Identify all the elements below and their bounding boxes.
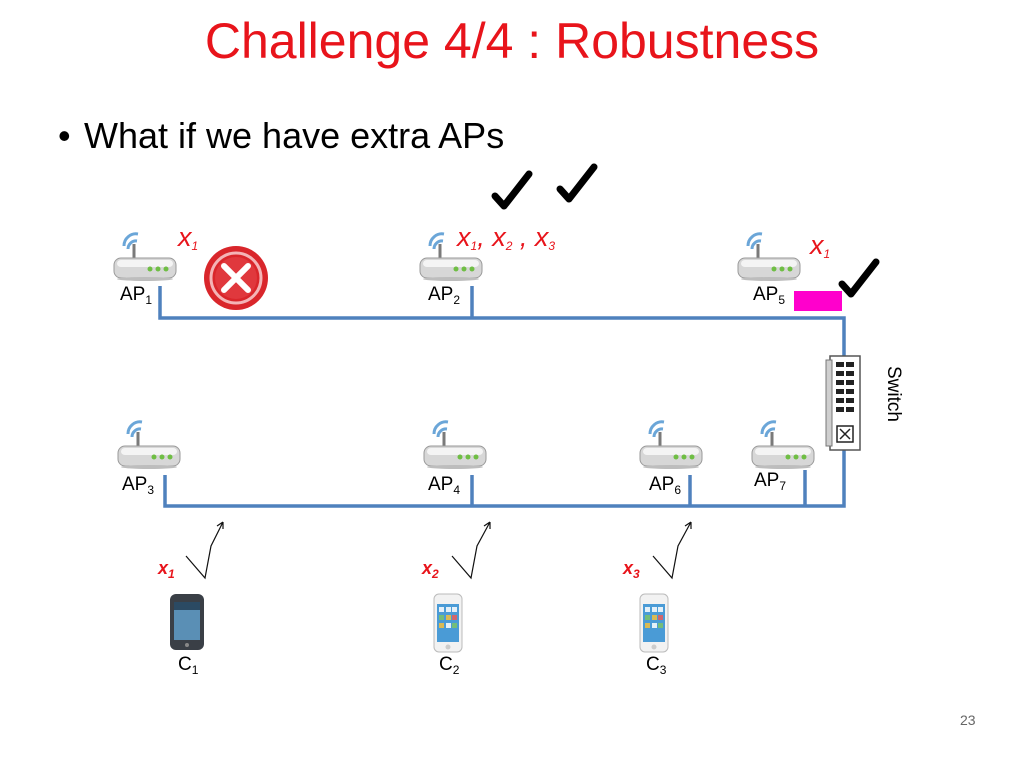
switch-label: Switch <box>866 366 906 438</box>
reject-icon <box>204 246 268 310</box>
phone-icon <box>639 593 669 653</box>
client-signal-label: x3 <box>623 558 640 581</box>
router-icon <box>750 420 816 471</box>
bullet-dot: • <box>58 115 71 156</box>
router-icon <box>638 420 704 471</box>
client-signal-label: x2 <box>422 558 439 581</box>
highlighted-port <box>794 291 842 311</box>
received-ap5: x1 <box>810 230 831 261</box>
ap-label: AP4 <box>428 474 461 497</box>
ap-label: AP6 <box>649 474 682 497</box>
router-icon <box>112 232 178 283</box>
router-icon <box>116 420 182 471</box>
bullet-item: • What if we have extra APs <box>58 112 504 160</box>
received-ap1: x1 <box>178 222 199 253</box>
client-signal-label: x1 <box>158 558 175 581</box>
phone-icon <box>170 594 204 650</box>
bullet-text: What if we have extra APs <box>84 115 505 156</box>
router-icon <box>422 420 488 471</box>
wireless-signal <box>185 521 692 580</box>
check-icon <box>560 167 594 199</box>
ap-label: AP3 <box>122 474 155 497</box>
slide-title: Challenge 4/4 : Robustness <box>204 13 820 69</box>
client-label: C1 <box>178 654 199 677</box>
check-icon <box>842 262 876 294</box>
ap-label: AP2 <box>428 284 461 307</box>
switch-label-text: Switch <box>883 366 904 422</box>
check-icon <box>495 174 529 206</box>
received-ap2: x1, x2 , x3 <box>457 222 556 253</box>
page-number: 23 <box>960 712 976 728</box>
switch-device <box>825 355 861 451</box>
client-label: C2 <box>439 654 460 677</box>
network-wires <box>158 286 846 508</box>
ap-label: AP5 <box>753 284 786 307</box>
ap-label: AP1 <box>120 284 153 307</box>
phone-icon <box>433 593 463 653</box>
ap-label: AP7 <box>754 470 787 493</box>
client-label: C3 <box>646 654 667 677</box>
router-icon <box>736 232 802 283</box>
